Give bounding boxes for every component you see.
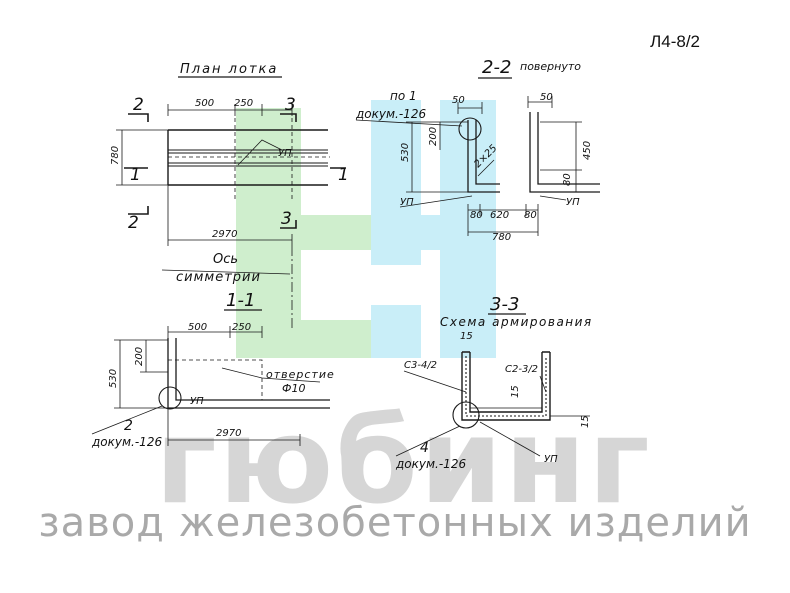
section-3-3-title: 3-3 — [490, 294, 519, 315]
watermark-word: гюбинг — [155, 392, 652, 530]
s22-dim-80-a: 80 — [470, 210, 483, 221]
watermark-tagline: завод железобетонных изделий — [38, 500, 752, 546]
section-1-1-title: 1-1 — [226, 290, 255, 311]
s22-dim-620: 620 — [490, 210, 509, 221]
plan-dim-250: 250 — [234, 98, 253, 109]
cut-mark-1-left: 1 — [130, 165, 141, 185]
plan-title: План лотка — [180, 62, 278, 77]
s22-dim-50-left: 50 — [452, 95, 465, 106]
cut-mark-3-bottom: 3 — [281, 209, 292, 229]
watermark-green-block — [236, 215, 371, 250]
plan-dim-780: 780 — [110, 146, 121, 165]
watermark-white-cut — [301, 265, 421, 305]
s33-callout-doc: докум.-126 — [395, 457, 466, 471]
plan-dim-2970: 2970 — [212, 229, 237, 240]
s22-callout-doc: докум.-126 — [355, 107, 426, 121]
s11-dim-530: 530 — [108, 369, 119, 388]
s22-callout-po1: по 1 — [390, 89, 417, 103]
section-2-2-title: 2-2 — [482, 57, 511, 78]
s22-dim-200: 200 — [428, 127, 439, 146]
s33-label-s3: С3-4/2 — [404, 360, 437, 371]
scheme-title: Схема армирования — [440, 315, 593, 329]
cut-mark-3-top: 3 — [285, 95, 296, 115]
cut-mark-2-top: 2 — [133, 95, 144, 115]
s33-dim-15-top: 15 — [460, 331, 473, 342]
s11-hole-label-2: Ф10 — [282, 382, 305, 395]
section-3-3: 3-3 Схема армирования 15 С3-4/2 С2-3/2 1… — [395, 294, 593, 471]
watermark-logo — [236, 100, 496, 358]
s11-dim-200: 200 — [134, 347, 145, 366]
cut-mark-2-bottom: 2 — [128, 213, 139, 233]
s33-dim-15-right: 15 — [580, 415, 591, 428]
s33-label-s2: С2-3/2 — [505, 364, 538, 375]
s22-dim-80-right: 80 — [562, 173, 573, 186]
section-1-1: 1-1 500 250 530 200 отверстие Ф10 УП 297… — [91, 290, 335, 449]
s22-dim-80-b: 80 — [524, 210, 537, 221]
s22-label-up: УП — [400, 197, 414, 208]
s11-callout-2: 2 — [124, 418, 133, 434]
plan-view: План лотка 500 250 780 2970 2 2 3 3 1 1 — [110, 62, 349, 330]
s33-label-up: УП — [544, 454, 558, 465]
sheet-code: Л4-8/2 — [650, 32, 700, 51]
s33-callout-4: 4 — [420, 440, 429, 456]
s11-dim-500: 500 — [188, 322, 207, 333]
s11-dim-250: 250 — [232, 322, 251, 333]
s33-dim-15-mid: 15 — [510, 385, 521, 398]
section-2-2-note: повернуто — [520, 60, 581, 73]
s22-dim-530: 530 — [400, 143, 411, 162]
s22-dim-450: 450 — [582, 141, 593, 160]
s11-label-up: УП — [190, 396, 204, 407]
s11-dim-2970: 2970 — [216, 428, 241, 439]
plan-label-up: УП — [278, 148, 292, 159]
cut-mark-1-right: 1 — [338, 165, 349, 185]
s22-label-up-right: УП — [566, 197, 580, 208]
s22-dim-50-right: 50 — [540, 92, 553, 103]
watermark-green-block — [301, 320, 371, 358]
axis-label-1: Ось — [213, 252, 238, 267]
s22-dim-780: 780 — [492, 232, 511, 243]
s11-callout-doc: докум.-126 — [91, 435, 162, 449]
plan-dim-500: 500 — [195, 98, 214, 109]
axis-label-2: симметрии — [176, 270, 261, 285]
s11-hole-label-1: отверстие — [266, 368, 335, 381]
